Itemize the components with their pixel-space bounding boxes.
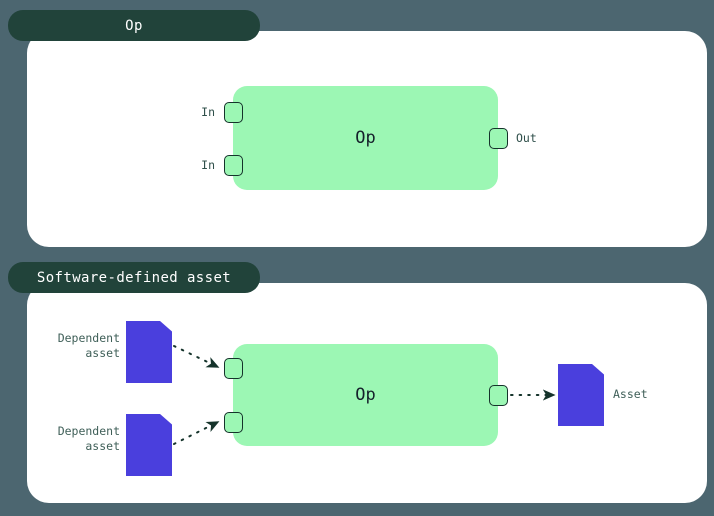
sda-in-port-1[interactable] bbox=[224, 358, 243, 379]
dependent-asset-2-label: Dependent asset bbox=[57, 424, 120, 453]
op-top-out-port-1[interactable] bbox=[489, 128, 508, 149]
op-node-bottom[interactable]: Op bbox=[233, 344, 498, 446]
sda-in-port-2[interactable] bbox=[224, 412, 243, 433]
panel-tab-op-label: Op bbox=[125, 17, 143, 34]
op-node-bottom-label: Op bbox=[355, 385, 376, 405]
output-asset-label: Asset bbox=[613, 387, 648, 401]
op-top-in-port-1[interactable] bbox=[224, 102, 243, 123]
op-top-in-port-2-label: In bbox=[201, 158, 215, 172]
op-top-in-port-1-label: In bbox=[201, 105, 215, 119]
op-node-top-label: Op bbox=[355, 128, 376, 148]
dependent-asset-1-label: Dependent asset bbox=[57, 331, 120, 360]
panel-tab-op[interactable]: Op bbox=[8, 10, 260, 41]
file-icon[interactable] bbox=[558, 364, 604, 426]
op-top-in-port-2[interactable] bbox=[224, 155, 243, 176]
op-node-top[interactable]: Op bbox=[233, 86, 498, 190]
panel-tab-software-defined-asset[interactable]: Software-defined asset bbox=[8, 262, 260, 293]
panel-tab-software-defined-asset-label: Software-defined asset bbox=[36, 269, 232, 286]
sda-out-port-1[interactable] bbox=[489, 385, 508, 406]
op-top-out-port-1-label: Out bbox=[516, 131, 537, 145]
file-icon[interactable] bbox=[126, 321, 172, 383]
file-icon[interactable] bbox=[126, 414, 172, 476]
